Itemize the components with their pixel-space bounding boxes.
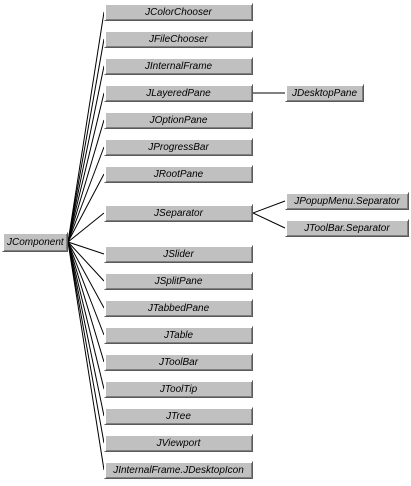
node-jtree: JTree [104, 407, 253, 425]
edge-jtabbedpane [67, 241, 105, 309]
edge-jtoolbar [67, 241, 105, 363]
edge-jfilechooser [67, 38, 105, 243]
edge-jinternalframe-jdesktopicon [67, 241, 105, 471]
edge-jslider [67, 241, 105, 255]
edge-jviewport [67, 241, 105, 444]
edge-jtooltip [67, 241, 105, 390]
node-jtable: JTable [104, 326, 253, 344]
node-jlayeredpane: JLayeredPane [104, 84, 253, 102]
node-jtoolbar-separator: JToolBar.Separator [285, 219, 409, 237]
node-jtabbedpane: JTabbedPane [104, 299, 253, 317]
edge-jseparator [67, 212, 105, 243]
edge-joptionpane [67, 119, 105, 243]
edge-jprogressbar [67, 146, 105, 243]
edge-jlayeredpane [67, 92, 105, 243]
node-jcolorchooser: JColorChooser [104, 3, 253, 21]
node-jsplitpane: JSplitPane [104, 272, 253, 290]
edge-jtable [67, 241, 105, 336]
node-jfilechooser: JFileChooser [104, 30, 253, 48]
node-jslider: JSlider [104, 245, 253, 263]
node-jinternalframe-jdesktopicon: JInternalFrame.JDesktopIcon [104, 461, 253, 479]
node-jtoolbar: JToolBar [104, 353, 253, 371]
node-jseparator: JSeparator [104, 204, 253, 222]
node-jinternalframe: JInternalFrame [104, 57, 253, 75]
edge-jrootpane [67, 173, 105, 243]
edge-jpopupmenu-separator [252, 200, 286, 214]
node-jpopupmenu-separator: JPopupMenu.Separator [285, 192, 409, 210]
edge-jcolorchooser [67, 11, 105, 243]
node-jrootpane: JRootPane [104, 165, 253, 183]
edge-jsplitpane [67, 241, 105, 282]
edge-jtree [67, 241, 105, 417]
edge-jinternalframe [67, 65, 105, 243]
node-jprogressbar: JProgressBar [104, 138, 253, 156]
node-jcomponent: JComponent [2, 232, 68, 252]
node-joptionpane: JOptionPane [104, 111, 253, 129]
node-jdesktoppane: JDesktopPane [285, 84, 364, 102]
node-jtooltip: JToolTip [104, 380, 253, 398]
edge-jtoolbar-separator [252, 212, 286, 229]
node-jviewport: JViewport [104, 434, 253, 452]
